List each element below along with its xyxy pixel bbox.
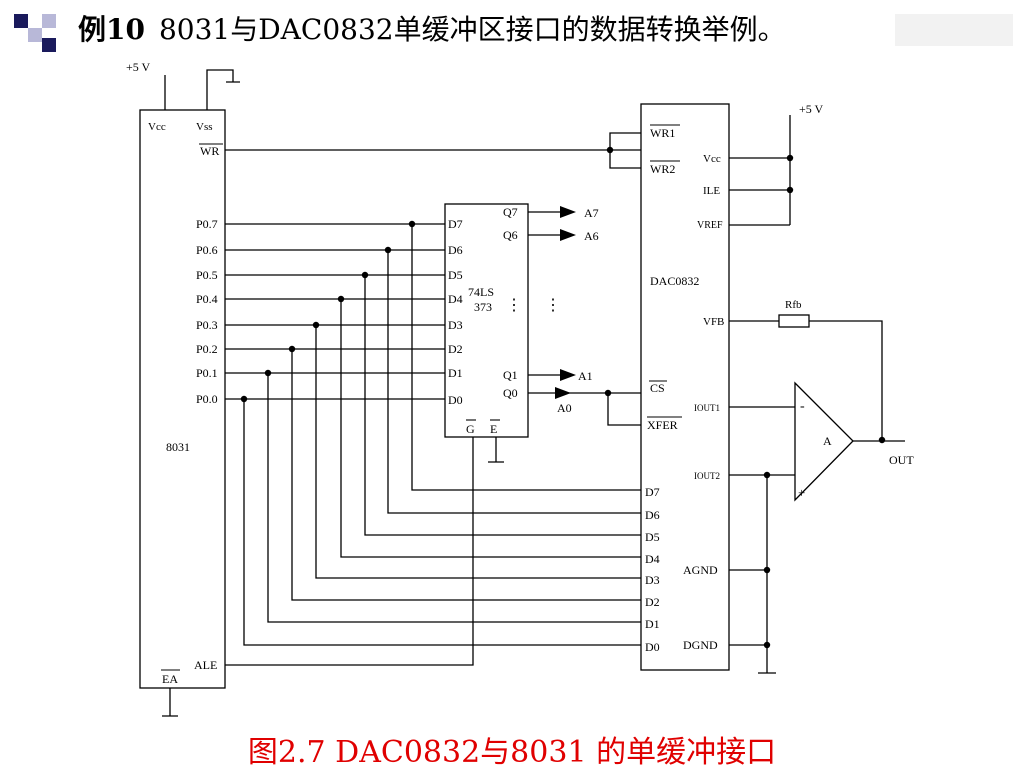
latch-pin-d0: D0 bbox=[448, 393, 463, 407]
latch-pin-q7: Q7 bbox=[503, 205, 518, 219]
junction-dots bbox=[240, 146, 886, 649]
dac-pin-agnd: AGND bbox=[683, 563, 718, 577]
cpu-pin-p0-1: P0.1 bbox=[196, 366, 218, 380]
figure-caption: 图2.7 DAC0832与8031 的单缓冲接口 bbox=[247, 735, 777, 770]
resistor-rfb bbox=[778, 314, 810, 328]
dac-pin-xfer: XFER bbox=[647, 418, 678, 432]
dac-pin-d5: D5 bbox=[645, 530, 660, 544]
arrow-a6-icon bbox=[560, 229, 576, 241]
corner-watermark bbox=[895, 14, 1013, 46]
dac-pin-d4: D4 bbox=[645, 552, 660, 566]
dac-pin-dgnd: DGND bbox=[683, 638, 718, 652]
latch-pin-e: E bbox=[490, 422, 497, 436]
dac-pin-cs: CS bbox=[650, 381, 665, 395]
dac-pin-wr1: WR1 bbox=[650, 126, 675, 140]
dac-name-label: DAC0832 bbox=[650, 274, 699, 288]
cpu-pin-p0-7: P0.7 bbox=[196, 217, 218, 231]
opamp-a bbox=[794, 381, 854, 502]
dac-pin-d1: D1 bbox=[645, 617, 660, 631]
latch-pin-d1: D1 bbox=[448, 366, 463, 380]
latch-pin-d2: D2 bbox=[448, 342, 463, 356]
cpu-pin-p0-3: P0.3 bbox=[196, 318, 218, 332]
opamp-plus: + bbox=[798, 485, 805, 500]
dac-pin-d2: D2 bbox=[645, 595, 660, 609]
slide-bullet-icon bbox=[14, 14, 56, 52]
latch-pin-d5: D5 bbox=[448, 268, 463, 282]
dac-pin-wr2: WR2 bbox=[650, 162, 675, 176]
cpu-pin-p0-2: P0.2 bbox=[196, 342, 218, 356]
dac0832-body bbox=[640, 103, 730, 671]
latch-ellipsis: ⋮ bbox=[506, 297, 522, 314]
dac-pin-vcc: Vcc bbox=[703, 153, 721, 165]
cpu-supply-label: +5 V bbox=[126, 60, 151, 74]
dac-pin-d0: D0 bbox=[645, 640, 660, 654]
latch-pin-d6: D6 bbox=[448, 243, 463, 257]
arrow-a0-icon bbox=[555, 387, 571, 399]
slide-title: 例10 8031与DAC0832单缓冲区接口的数据转换举例。 bbox=[78, 8, 786, 48]
overbars bbox=[161, 124, 682, 671]
cpu-pin-p0-6: P0.6 bbox=[196, 243, 218, 257]
cpu-name-label: 8031 bbox=[166, 440, 190, 454]
dac-pin-iout1: IOUT1 bbox=[694, 403, 720, 413]
title-text: 8031与DAC0832单缓冲区接口的数据转换举例。 bbox=[158, 13, 786, 46]
latch-output-ellipsis: ⋮ bbox=[545, 297, 561, 314]
cpu-ea-label: EA bbox=[162, 672, 178, 686]
rfb-label: Rfb bbox=[785, 299, 802, 311]
dac-pin-d3: D3 bbox=[645, 573, 660, 587]
cpu-vss-label: Vss bbox=[196, 121, 213, 133]
latch-out-a7: A7 bbox=[584, 206, 599, 220]
dac-pin-d7: D7 bbox=[645, 485, 660, 499]
latch-name-line1: 74LS bbox=[468, 285, 494, 299]
dac-pin-ile: ILE bbox=[703, 185, 720, 197]
output-arrows bbox=[555, 206, 576, 399]
dac-pin-vfb: VFB bbox=[703, 316, 724, 328]
latch-out-a1: A1 bbox=[578, 369, 593, 383]
arrow-a1-icon bbox=[560, 369, 576, 381]
dac-pin-iout2: IOUT2 bbox=[694, 471, 720, 481]
dac-pin-vref: VREF bbox=[697, 220, 723, 231]
out-label: OUT bbox=[889, 453, 914, 467]
cpu-pin-p0-0: P0.0 bbox=[196, 392, 218, 406]
latch-74ls373-body bbox=[444, 203, 529, 438]
cpu-ale-label: ALE bbox=[194, 658, 217, 672]
opamp-name: A bbox=[823, 434, 832, 448]
latch-pin-g: G bbox=[466, 422, 475, 436]
cpu-vcc-label: Vcc bbox=[148, 121, 166, 133]
latch-pin-q6: Q6 bbox=[503, 228, 518, 242]
cpu-wr-label: WR bbox=[200, 144, 219, 158]
cpu-pin-p0-5: P0.5 bbox=[196, 268, 218, 282]
arrow-a7-icon bbox=[560, 206, 576, 218]
latch-pin-d7: D7 bbox=[448, 217, 463, 231]
example-label: 例10 bbox=[78, 13, 145, 46]
cpu-pin-p0-4: P0.4 bbox=[196, 292, 218, 306]
latch-pin-q0: Q0 bbox=[503, 386, 518, 400]
latch-out-a6: A6 bbox=[584, 229, 599, 243]
latch-pin-d4: D4 bbox=[448, 292, 463, 306]
latch-name-line2: 373 bbox=[474, 300, 492, 314]
latch-pin-q1: Q1 bbox=[503, 368, 518, 382]
dac-pin-d6: D6 bbox=[645, 508, 660, 522]
opamp-minus: - bbox=[800, 399, 805, 414]
latch-pin-d3: D3 bbox=[448, 318, 463, 332]
dac-supply-label: +5 V bbox=[799, 102, 824, 116]
latch-out-a0: A0 bbox=[557, 401, 572, 415]
schematic-wires bbox=[139, 69, 905, 717]
